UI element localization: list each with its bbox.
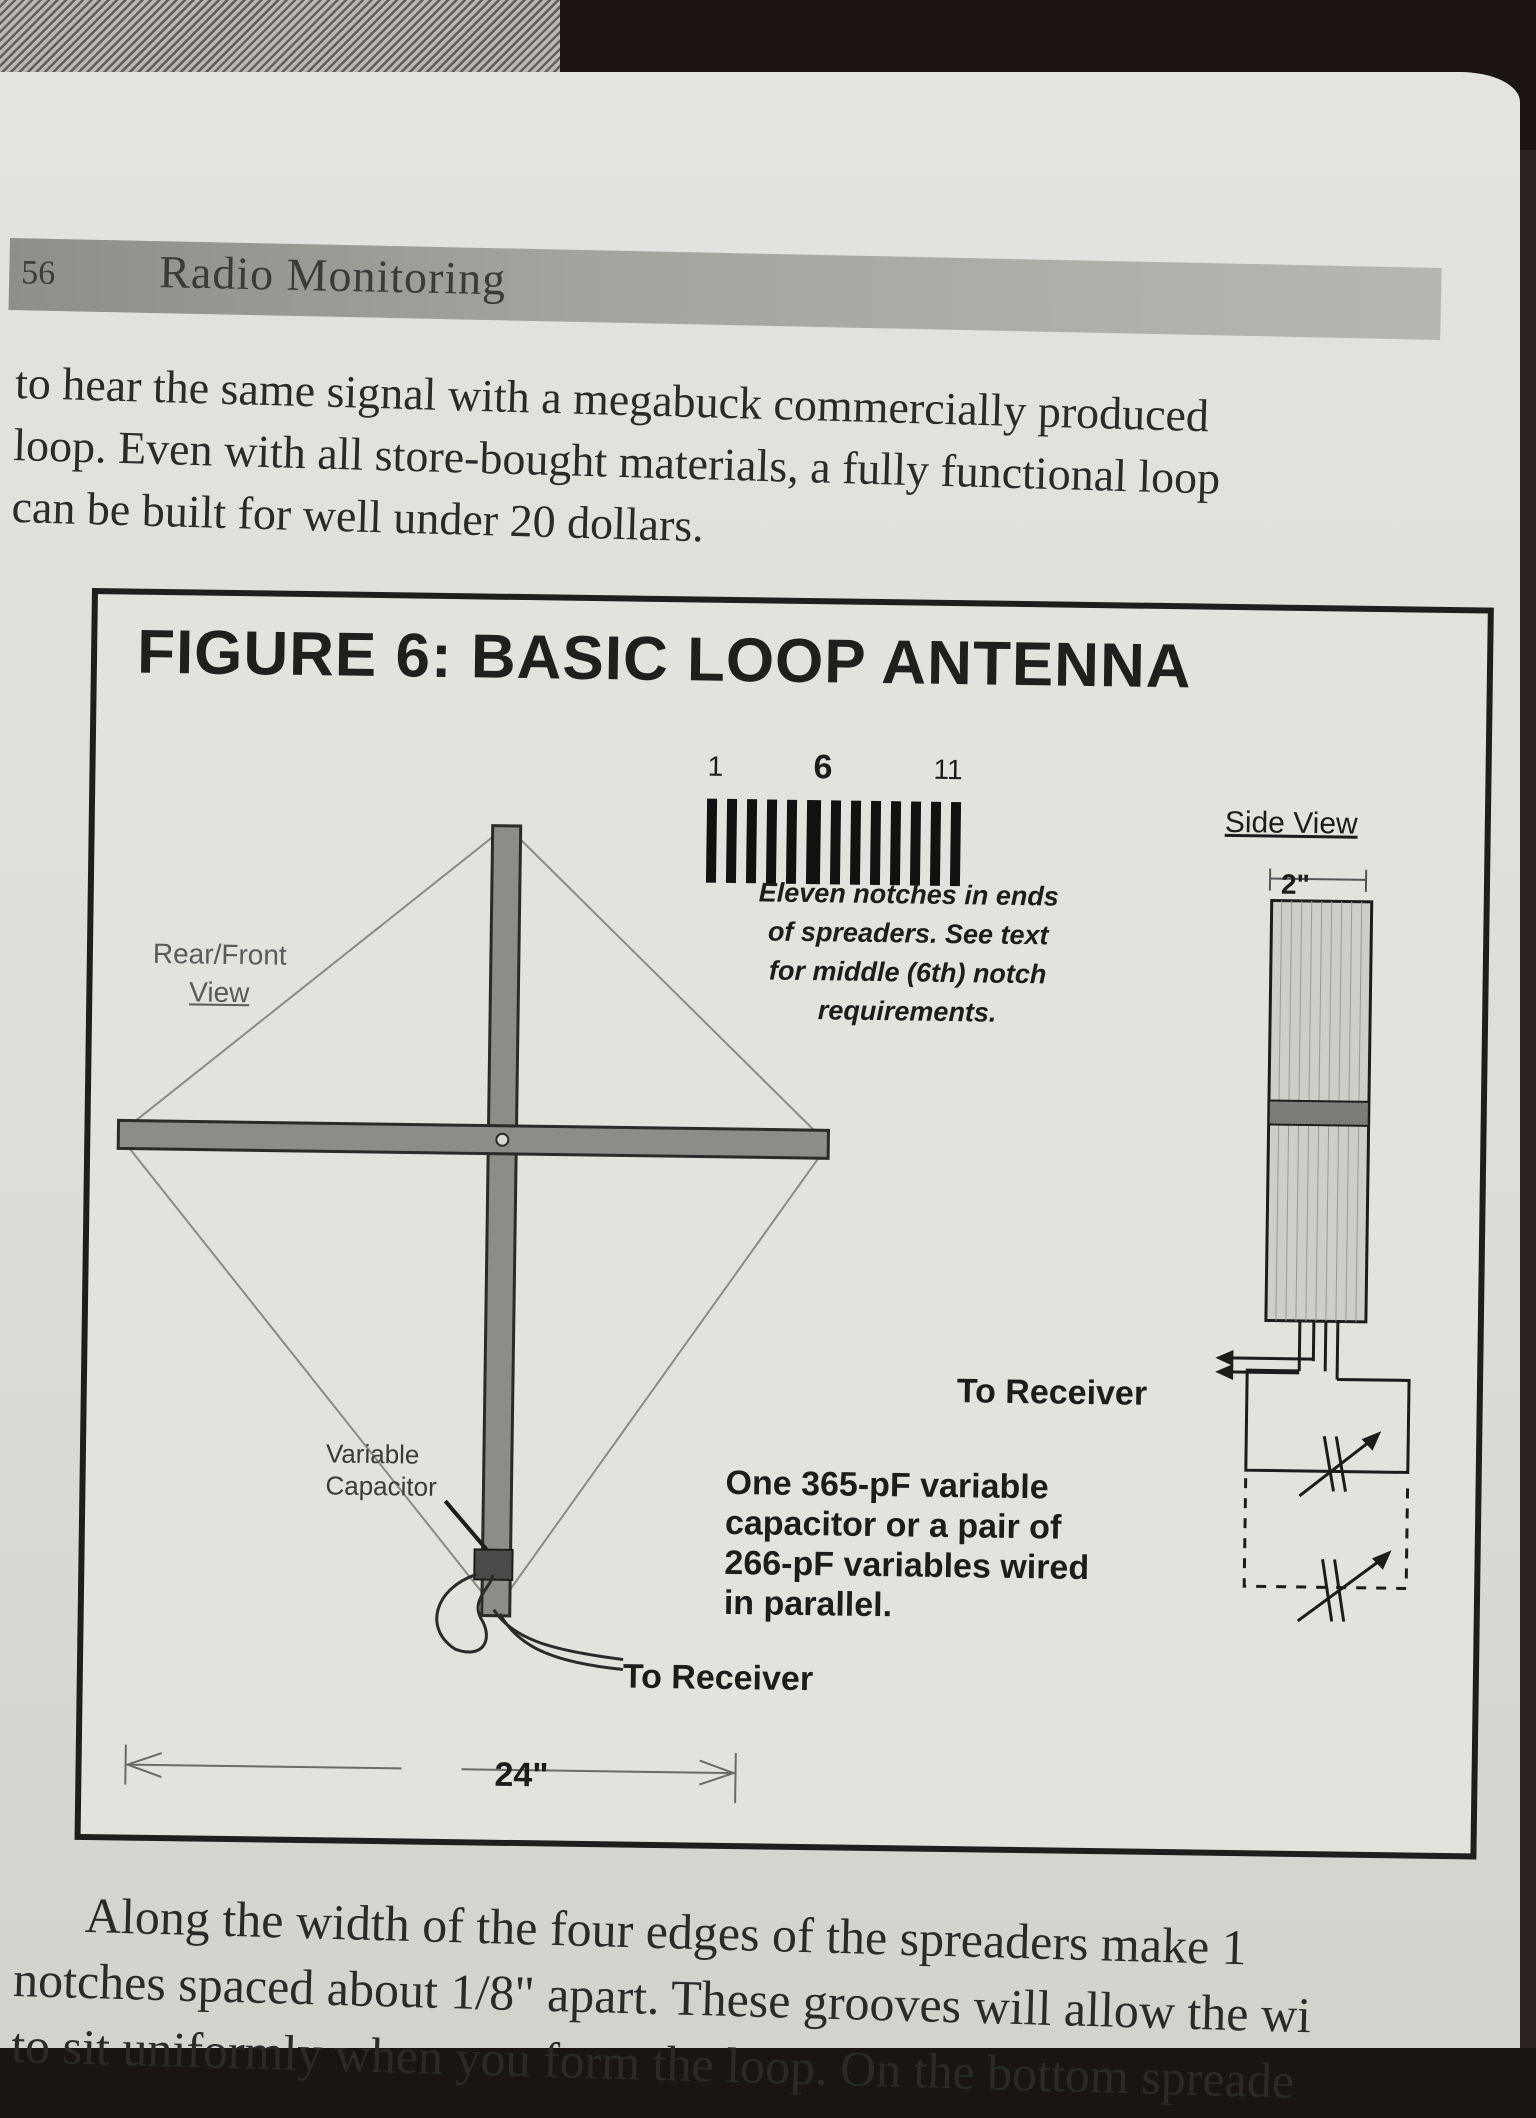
feed-cable-1 — [493, 1610, 624, 1660]
side-view-spreader — [1269, 1100, 1369, 1125]
width-dimension-line — [125, 1745, 736, 1804]
notch-number-last: 11 — [933, 754, 963, 786]
horizontal-spreader — [118, 1120, 828, 1158]
to-receiver-side-label: To Receiver — [957, 1372, 1148, 1414]
label-line: Capacitor — [325, 1469, 437, 1503]
page-edge-shadow — [1520, 150, 1536, 2048]
width-dimension-label: 24" — [494, 1756, 548, 1796]
capacitor-note: One 365-pF variable capacitor or a pair … — [724, 1463, 1091, 1628]
side-width-label: 2" — [1281, 869, 1310, 901]
page-number: 56 — [21, 254, 56, 293]
note-line: capacitor or a pair of — [725, 1503, 1090, 1548]
note-line: in parallel. — [724, 1583, 1089, 1628]
label-line: Variable — [326, 1437, 438, 1471]
caption-line: of spreaders. See text — [713, 912, 1104, 956]
capacitor-leader — [445, 1501, 488, 1550]
rear-front-view-label: Rear/Front View — [152, 935, 287, 1013]
paragraph-bottom: Along the width of the four edges of the… — [10, 1880, 1455, 2118]
variable-capacitor-label: Variable Capacitor — [325, 1437, 437, 1503]
notch-number-first: 1 — [707, 751, 723, 783]
label-line: Rear/Front — [153, 935, 287, 975]
notch-number-middle: 6 — [813, 748, 832, 787]
vertical-spreader — [482, 826, 521, 1616]
label-line: View — [152, 973, 286, 1013]
caption-line: for middle (6th) notch — [712, 951, 1103, 995]
note-line: 266-pF variables wired — [724, 1543, 1089, 1588]
spreader-pivot — [496, 1134, 508, 1146]
figure-6: FIGURE 6: BASIC LOOP ANTENNA — [75, 588, 1494, 1859]
variable-capacitor-2 — [1298, 1552, 1389, 1622]
caption-line: requirements. — [712, 990, 1103, 1034]
notch-caption: Eleven notches in ends of spreaders. See… — [712, 873, 1104, 1034]
variable-capacitor-1 — [1299, 1433, 1378, 1497]
feed-cable-2 — [499, 1614, 624, 1670]
side-view-label: Side View — [1225, 806, 1358, 842]
note-line: One 365-pF variable — [725, 1463, 1090, 1508]
caption-line: Eleven notches in ends — [714, 873, 1105, 917]
to-receiver-front-label: To Receiver — [623, 1658, 814, 1700]
running-head-title: Radio Monitoring — [159, 245, 507, 305]
